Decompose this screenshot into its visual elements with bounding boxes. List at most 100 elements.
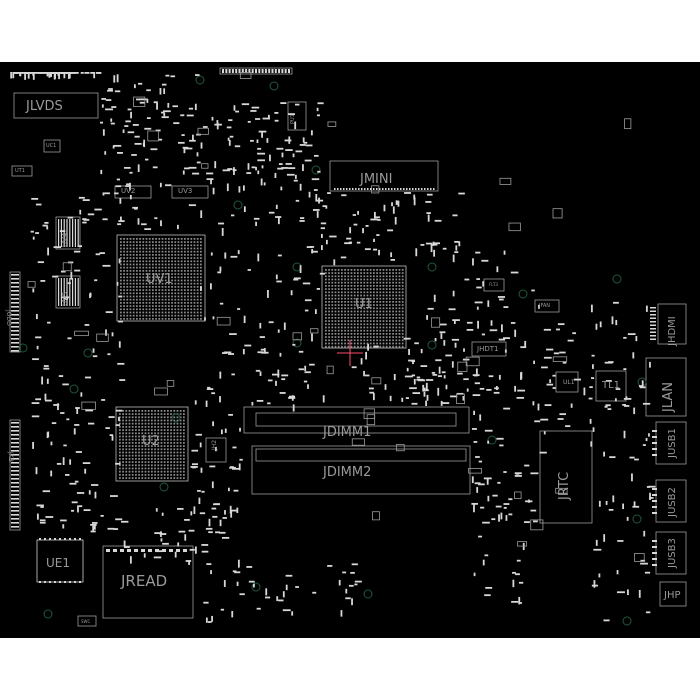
pad <box>625 396 628 400</box>
pad <box>93 524 96 530</box>
pad <box>282 591 285 598</box>
pad <box>634 458 639 461</box>
pad <box>496 266 499 273</box>
pad <box>316 114 321 117</box>
pad <box>237 308 241 310</box>
pad <box>63 278 65 306</box>
pad <box>155 550 163 553</box>
pad <box>47 247 50 256</box>
pad <box>70 271 73 280</box>
pad <box>650 331 656 333</box>
pad <box>344 242 352 245</box>
pad <box>385 188 387 190</box>
pad <box>441 371 446 374</box>
pad <box>281 378 286 381</box>
label-uv1: UV1 <box>146 272 173 287</box>
pad <box>317 102 324 105</box>
pad <box>552 387 556 389</box>
pad <box>91 484 99 486</box>
pad <box>367 343 369 351</box>
pad <box>543 328 551 331</box>
pad <box>11 518 19 520</box>
pad <box>11 494 19 496</box>
pad <box>269 154 271 162</box>
pad <box>65 72 69 74</box>
pad <box>262 117 270 120</box>
pad <box>311 249 314 254</box>
pad <box>11 350 19 352</box>
pad <box>88 422 95 425</box>
pad <box>247 120 251 123</box>
pad <box>304 159 312 162</box>
mounting-hole <box>427 340 437 350</box>
pad <box>111 435 114 441</box>
pad <box>255 221 257 226</box>
pad <box>378 249 380 256</box>
label-jlan: JLAN <box>661 382 676 412</box>
pad <box>192 134 194 142</box>
pad <box>41 376 44 385</box>
pad <box>114 90 121 93</box>
pad <box>291 611 294 616</box>
pad <box>210 283 212 290</box>
pad <box>277 167 284 170</box>
pad <box>153 556 162 559</box>
pad <box>222 69 224 73</box>
pad <box>593 548 602 551</box>
pad <box>255 369 261 372</box>
pad <box>320 227 326 230</box>
pad <box>194 546 197 554</box>
pad <box>53 246 62 249</box>
slot-jdimm2-inner <box>255 448 467 462</box>
pad <box>392 206 395 214</box>
silk-box <box>366 414 376 426</box>
pad <box>260 351 269 354</box>
pad <box>616 570 619 575</box>
pad <box>530 472 539 475</box>
top-header <box>219 67 293 75</box>
pad <box>127 108 132 111</box>
pad <box>329 235 337 238</box>
silk-box <box>327 121 337 127</box>
pad <box>205 617 208 623</box>
pad <box>45 516 54 518</box>
pad <box>12 72 15 79</box>
pad <box>196 161 201 164</box>
pad <box>11 290 19 292</box>
pad <box>266 138 269 143</box>
pad <box>235 110 240 113</box>
pad <box>11 438 19 440</box>
pad <box>517 389 526 392</box>
pad <box>434 219 442 222</box>
pad <box>220 429 223 435</box>
pad <box>387 229 394 232</box>
pad <box>231 610 234 618</box>
pad <box>185 560 192 562</box>
pad <box>287 113 296 116</box>
pad <box>101 399 106 401</box>
pad <box>516 559 521 562</box>
pad <box>288 136 291 144</box>
pad <box>105 329 107 336</box>
pad <box>445 384 448 390</box>
pad <box>286 173 295 176</box>
pad <box>383 204 386 212</box>
pad <box>154 532 163 534</box>
pad <box>451 361 454 368</box>
pad <box>632 505 640 508</box>
pad <box>267 290 269 298</box>
pad <box>364 248 371 251</box>
pad <box>46 378 49 384</box>
pad <box>63 219 65 247</box>
pad <box>100 514 104 517</box>
pad <box>278 163 283 165</box>
silk-box <box>371 377 382 385</box>
pad <box>60 219 62 247</box>
pad <box>557 418 564 420</box>
pad <box>201 490 205 493</box>
mounting-hole <box>69 384 79 394</box>
pad <box>607 408 612 410</box>
pad <box>159 88 162 95</box>
pad <box>170 75 176 78</box>
pad <box>311 333 313 342</box>
